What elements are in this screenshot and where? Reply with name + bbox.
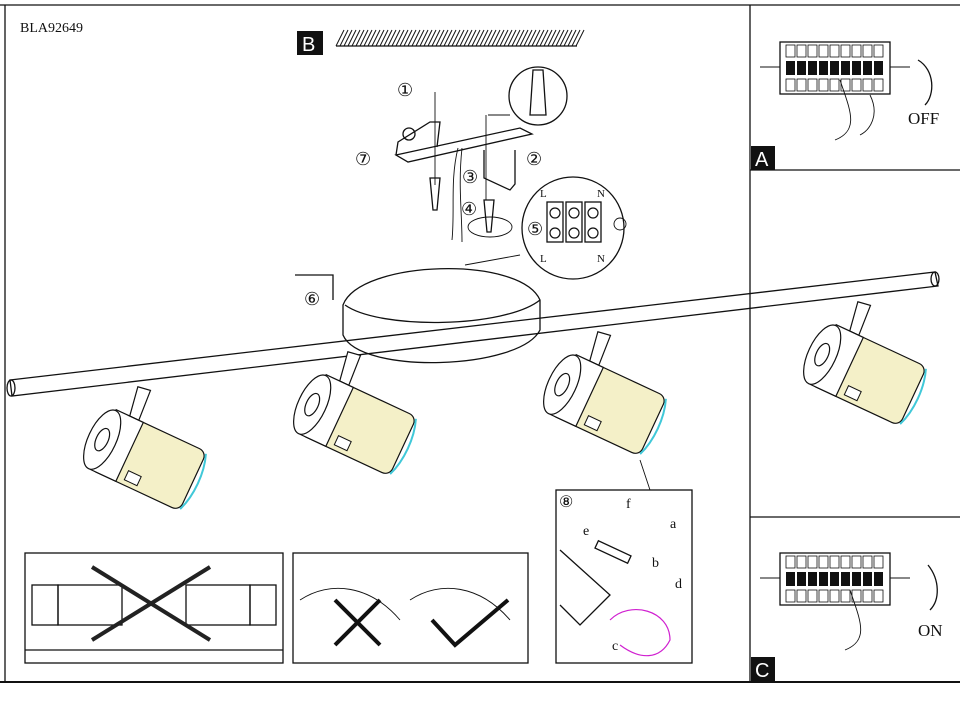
model-code: BLA92649 — [20, 21, 83, 36]
spotlight — [803, 301, 927, 425]
svg-text:c: c — [612, 639, 618, 654]
step-7: ⑦ — [355, 149, 371, 169]
svg-text:ON: ON — [918, 621, 943, 640]
ceiling-hatch — [335, 29, 585, 47]
svg-text:A: A — [755, 149, 769, 171]
svg-text:f: f — [626, 497, 631, 512]
wall-plug-detail — [488, 66, 568, 126]
svg-text:b: b — [652, 556, 659, 571]
step-2: ② — [526, 149, 542, 169]
spotlight — [543, 331, 667, 455]
spotlight — [293, 351, 417, 475]
svg-text:B: B — [302, 34, 315, 56]
orientation-warning-box — [24, 552, 284, 664]
panel-c-switch-on: ON C — [751, 552, 943, 682]
mounting-bracket — [394, 92, 534, 243]
svg-text:C: C — [755, 660, 769, 682]
svg-text:N: N — [597, 253, 605, 265]
spotlights — [83, 301, 927, 510]
svg-text:L: L — [540, 188, 547, 200]
spotlight-bar — [6, 271, 940, 397]
section-b-label: B — [297, 31, 323, 56]
svg-text:⑧: ⑧ — [559, 494, 573, 511]
step-4: ④ — [461, 199, 477, 219]
ceiling-canopy — [342, 267, 541, 364]
step-numbers: ① ② ③ ④ ⑤ ⑥ ⑦ — [304, 80, 543, 309]
spotlight — [83, 386, 207, 510]
bulb-replacement-box: ⑧ a b c d e f — [555, 459, 693, 664]
step-1: ① — [397, 80, 413, 100]
svg-text:d: d — [675, 577, 682, 592]
bulb-handling-box — [292, 552, 529, 664]
svg-text:OFF: OFF — [908, 109, 939, 128]
svg-text:L: L — [540, 253, 547, 265]
step-6: ⑥ — [304, 289, 320, 309]
terminal-block-detail: L N L N — [464, 176, 627, 280]
step-3: ③ — [462, 167, 478, 187]
svg-text:N: N — [597, 188, 605, 200]
svg-text:e: e — [583, 524, 589, 539]
step-5: ⑤ — [527, 219, 543, 239]
frame — [0, 4, 960, 683]
panel-a-switch-off: OFF A — [751, 41, 939, 171]
svg-text:a: a — [670, 517, 677, 532]
